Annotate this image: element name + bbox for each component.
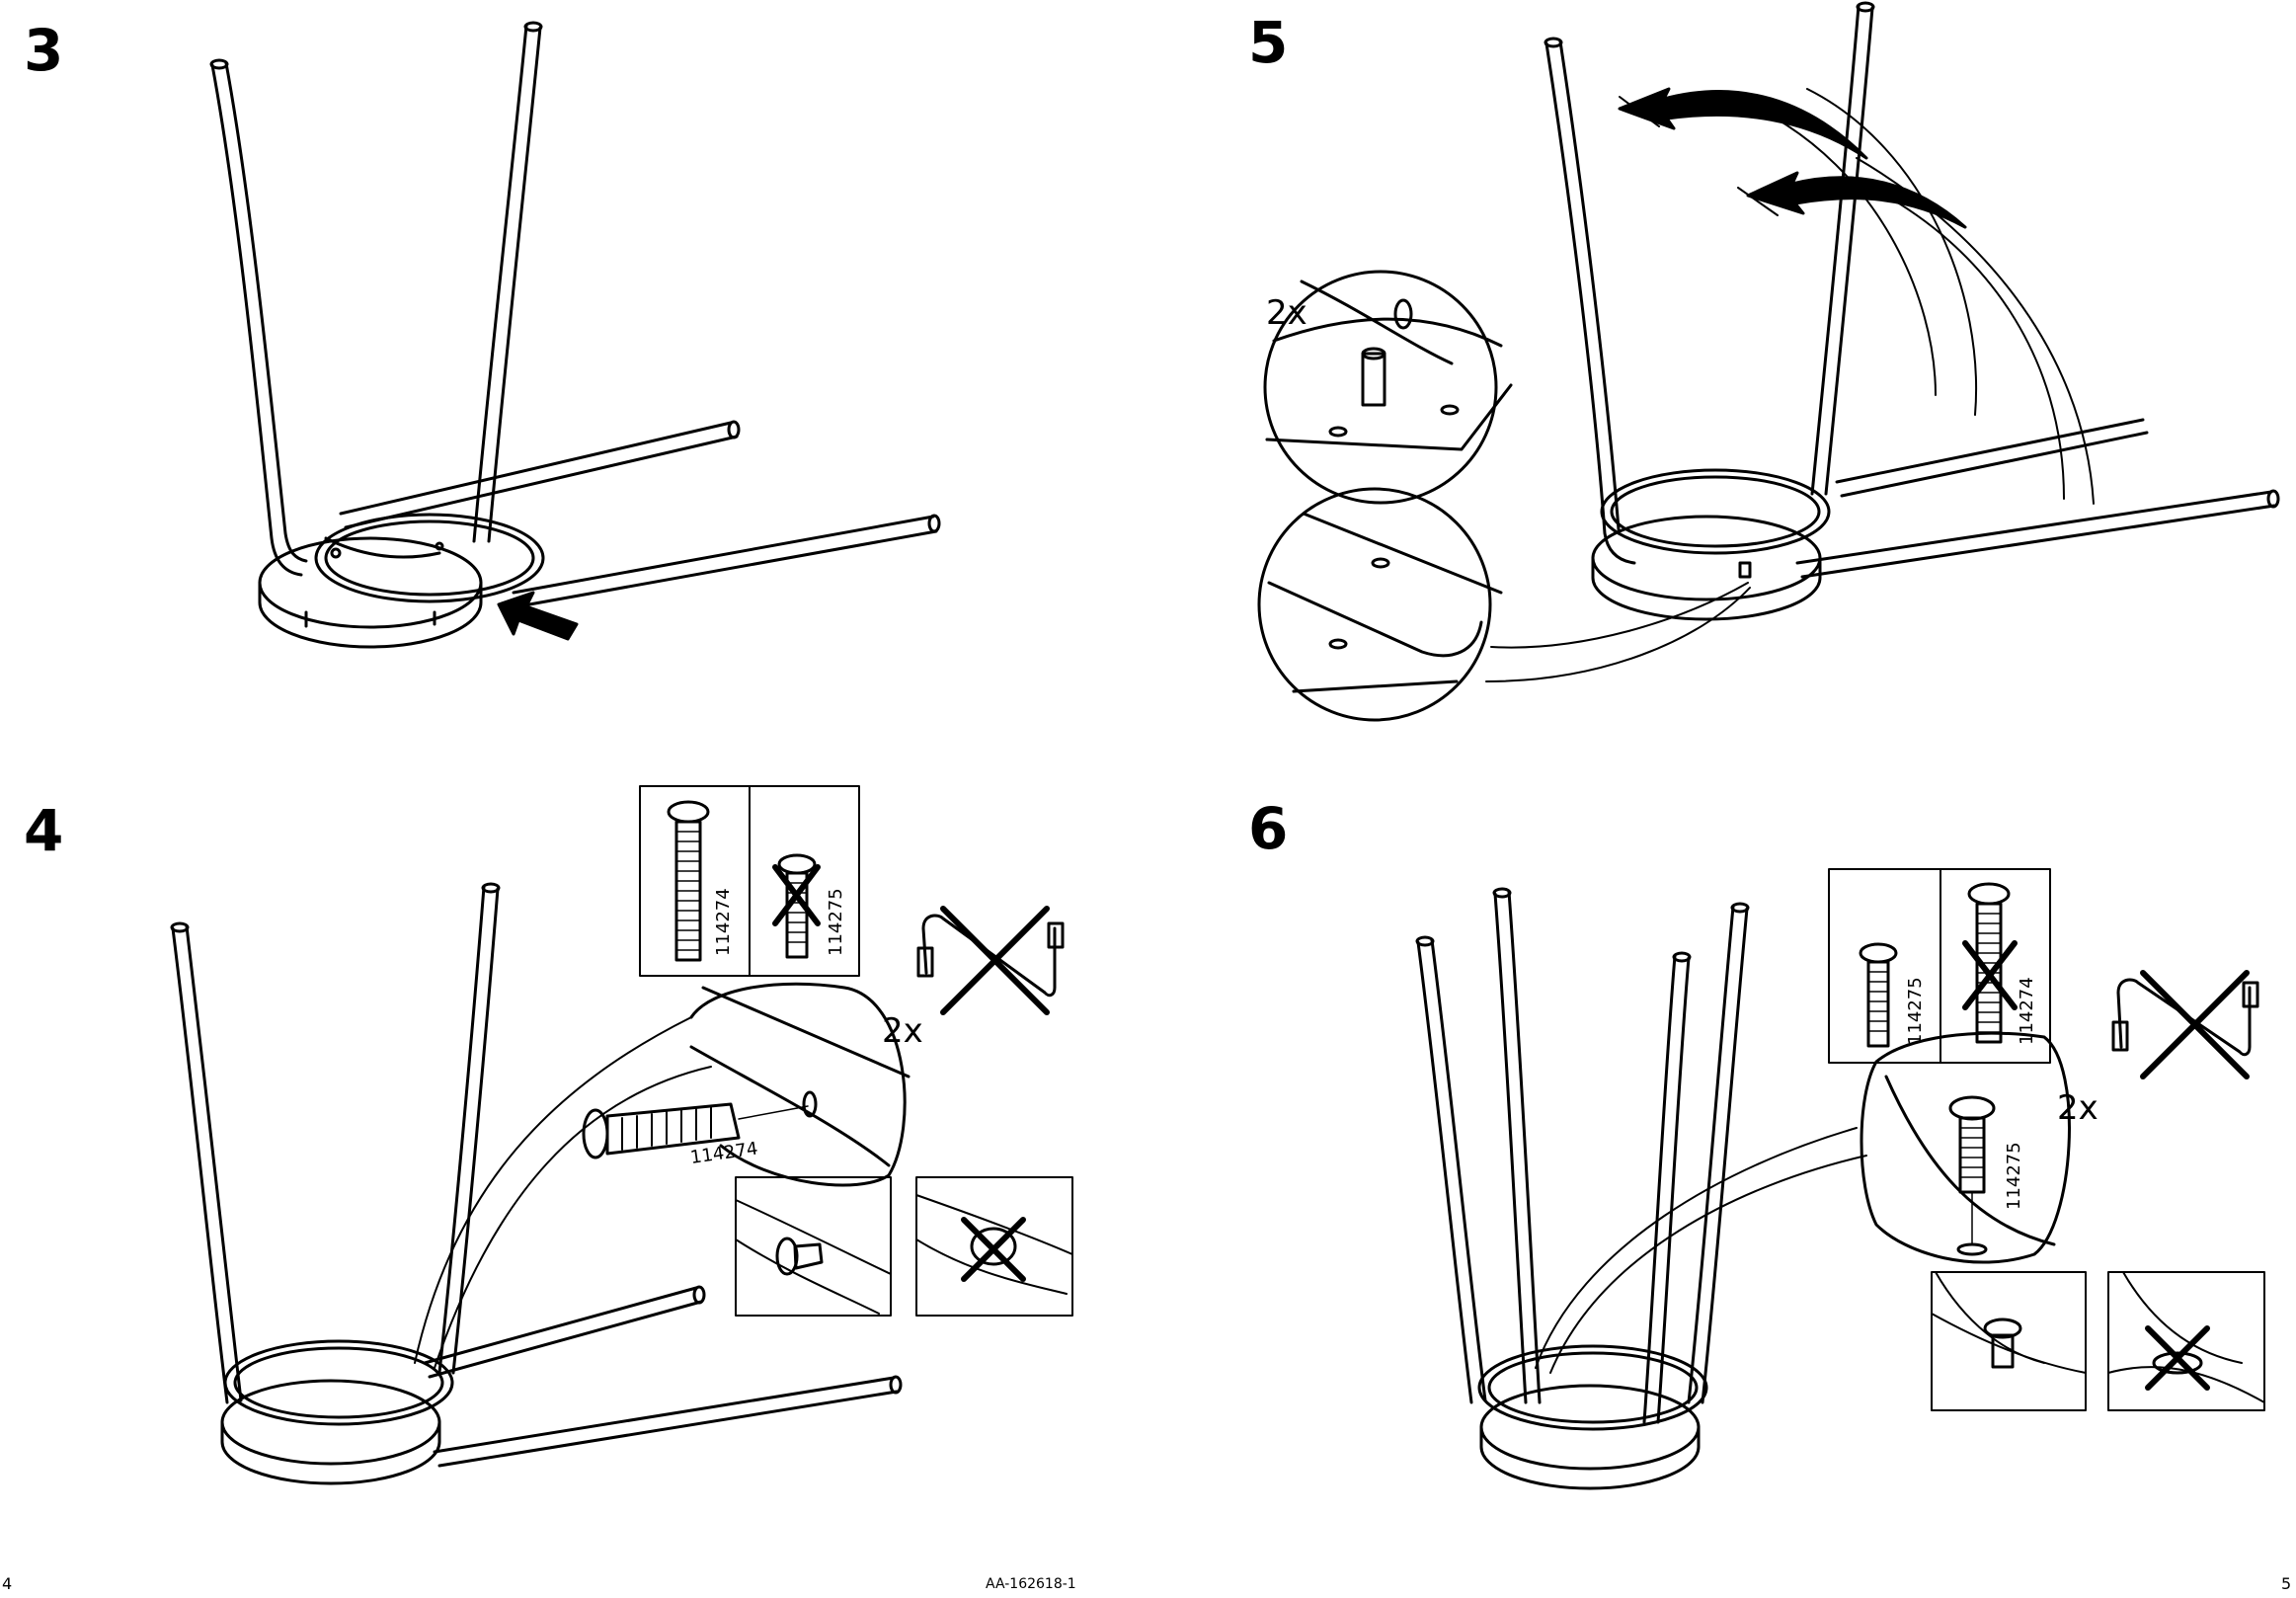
rotate-arrow-icon — [1618, 87, 1868, 160]
screw-icon — [1948, 1095, 1996, 1256]
chair-leg — [437, 882, 501, 1375]
screw-part-number: 114274 — [2017, 977, 2037, 1045]
step-number-3: 3 — [24, 17, 64, 84]
detail-zoom — [689, 982, 910, 1187]
page-number-right: 5 — [2281, 1574, 2292, 1593]
step-number-5: 5 — [1248, 9, 1289, 76]
quantity-label: 2x — [2057, 1088, 2098, 1128]
allen-key-not-allowed-icon — [2111, 970, 2259, 1079]
seat-disc — [220, 1379, 441, 1485]
chair-leg — [1642, 951, 1692, 1424]
incorrect-result-box — [915, 1176, 1073, 1317]
chair-leg — [1795, 489, 2280, 579]
chair-leg — [1687, 902, 1750, 1404]
chair-leg — [1835, 418, 2149, 498]
page-number-left: 4 — [2, 1574, 13, 1593]
detail-zoom — [1860, 1031, 2071, 1264]
leg-ring — [1477, 1344, 1708, 1431]
screw-part-number: 114275 — [2004, 1142, 2024, 1210]
detail-zoom-bottom — [1257, 487, 1503, 722]
chair-leg — [1544, 37, 1636, 565]
step-6-illustration: 114275 114275 114274 2x — [1415, 868, 2265, 1490]
chair-leg — [339, 420, 741, 529]
chair-leg — [324, 514, 941, 608]
chair-leg — [1415, 935, 1487, 1404]
chair-leg — [423, 1285, 706, 1379]
screw-part-number: 114274 — [713, 888, 734, 956]
chair-leg — [1492, 887, 1542, 1404]
detail-zoom-top — [1263, 270, 1513, 505]
push-arrow-icon — [497, 591, 579, 641]
correct-result-box — [1931, 1271, 2087, 1411]
quantity-label: 2x — [882, 1011, 923, 1051]
step-number-4: 4 — [24, 797, 64, 864]
step-5-illustration: 2x — [1257, 1, 2280, 722]
screw-icon — [582, 1090, 818, 1159]
rotate-arrow-icon — [1746, 171, 1967, 229]
seat-disc — [1591, 515, 1822, 621]
correct-result-box — [735, 1176, 892, 1317]
seat-disc — [1479, 1384, 1701, 1490]
chair-leg — [209, 58, 308, 577]
incorrect-result-box — [2107, 1271, 2265, 1411]
quantity-label: 2x — [1266, 293, 1307, 333]
screw-part-number: 114275 — [826, 888, 846, 956]
chair-leg — [433, 1375, 903, 1468]
document-code: AA-162618-1 — [986, 1576, 1076, 1592]
step-4-illustration: 114274 114274 114275 2x — [170, 785, 1073, 1485]
seat-disc — [258, 536, 483, 649]
chair-leg — [472, 21, 543, 543]
allen-key-not-allowed-icon — [916, 906, 1065, 1015]
chair-leg — [170, 921, 243, 1404]
leg-ring — [314, 513, 545, 603]
screw-choice-box — [1828, 868, 2051, 1064]
chair-leg — [1810, 1, 1875, 496]
screw-choice-box — [639, 785, 860, 977]
step-3-illustration — [209, 21, 941, 649]
leg-ring — [223, 1339, 454, 1426]
screw-part-number: 114275 — [1905, 977, 1926, 1045]
step-number-6: 6 — [1248, 795, 1289, 862]
leg-ring — [1600, 468, 1831, 555]
